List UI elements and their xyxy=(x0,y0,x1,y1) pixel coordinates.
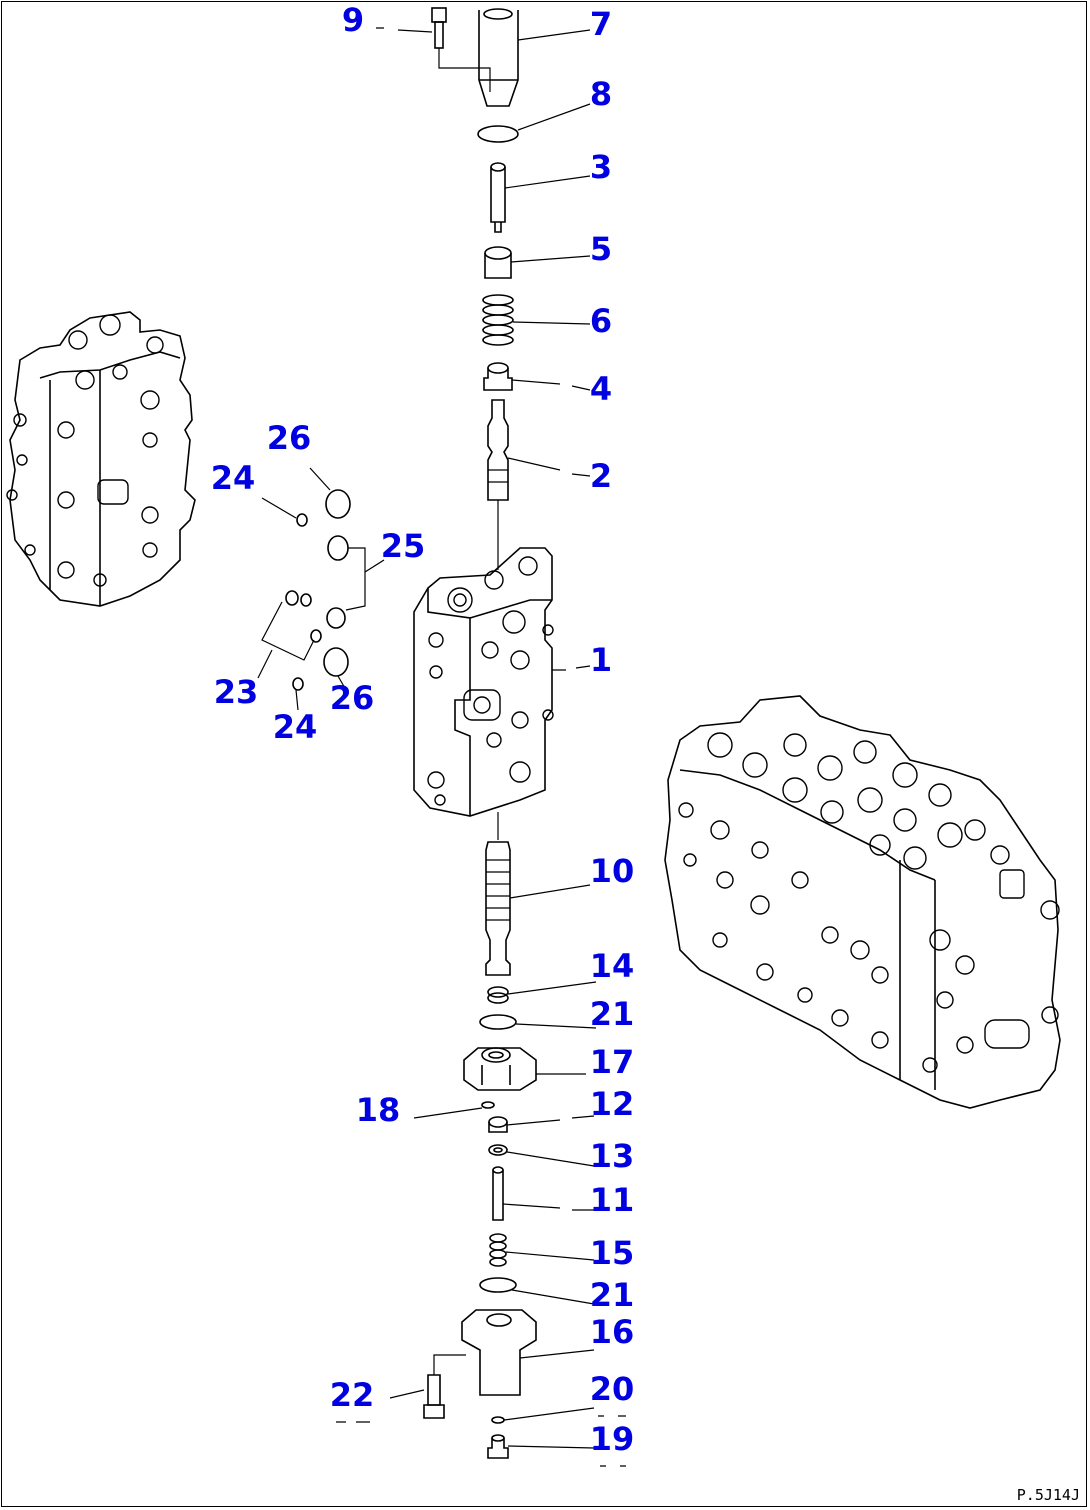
callout-24-upper: 24 xyxy=(210,459,256,497)
part-5-retainer xyxy=(484,246,512,279)
valve-assembly-right xyxy=(664,695,1061,1109)
callout-20: 20 xyxy=(589,1370,635,1408)
callout-14: 14 xyxy=(589,947,635,985)
part-20-oring xyxy=(491,1416,505,1424)
part-2-spool xyxy=(487,399,509,570)
callout-5: 5 xyxy=(589,230,613,268)
part-10-spool xyxy=(485,812,511,976)
callout-6: 6 xyxy=(589,302,613,340)
callout-10: 10 xyxy=(589,852,635,890)
callout-16: 16 xyxy=(589,1313,635,1351)
callout-22: 22 xyxy=(329,1376,375,1414)
callout-26-upper: 26 xyxy=(266,419,312,457)
callout-11: 11 xyxy=(589,1181,635,1219)
part-4-seat xyxy=(483,362,513,391)
part-17-cover xyxy=(463,1047,537,1091)
part-16-cap xyxy=(433,1309,537,1396)
callout-8: 8 xyxy=(589,75,613,113)
part-19-plug xyxy=(487,1434,509,1459)
callout-21-upper: 21 xyxy=(589,995,635,1033)
part-8-oring xyxy=(477,125,519,143)
part-18-oring xyxy=(481,1101,495,1109)
part-3-pin xyxy=(490,162,506,233)
callout-4: 4 xyxy=(589,370,613,408)
callout-18: 18 xyxy=(355,1091,401,1129)
part-13-washer xyxy=(488,1144,508,1156)
callout-1: 1 xyxy=(589,641,613,679)
callout-26-lower: 26 xyxy=(329,679,375,717)
callout-15: 15 xyxy=(589,1234,635,1272)
callout-9: 9 xyxy=(341,1,365,39)
seal-cluster-left xyxy=(261,489,366,691)
callout-25: 25 xyxy=(380,527,426,565)
callout-3: 3 xyxy=(589,148,613,186)
part-21-oring-upper xyxy=(479,1014,517,1030)
part-14-washer xyxy=(487,986,509,1004)
part-22-bolt xyxy=(423,1374,445,1419)
part-6-spring xyxy=(482,294,514,346)
callout-2: 2 xyxy=(589,457,613,495)
callout-24-lower: 24 xyxy=(272,708,318,746)
part-11-pin xyxy=(492,1166,504,1221)
page-reference: P.5J14J xyxy=(1016,1486,1080,1504)
callout-17: 17 xyxy=(589,1043,635,1081)
callout-7: 7 xyxy=(589,5,613,43)
part-7-plug xyxy=(478,8,519,107)
valve-assembly-left xyxy=(6,311,196,607)
callout-13: 13 xyxy=(589,1137,635,1175)
part-15-spring xyxy=(489,1233,507,1267)
callout-21-lower: 21 xyxy=(589,1276,635,1314)
part-1-valve-body xyxy=(413,547,554,817)
callout-23: 23 xyxy=(213,673,259,711)
callout-19: 19 xyxy=(589,1420,635,1458)
part-12-seat xyxy=(488,1116,508,1133)
part-21-oring-lower xyxy=(479,1277,517,1293)
callout-12: 12 xyxy=(589,1085,635,1123)
leader-lines xyxy=(257,27,626,1467)
